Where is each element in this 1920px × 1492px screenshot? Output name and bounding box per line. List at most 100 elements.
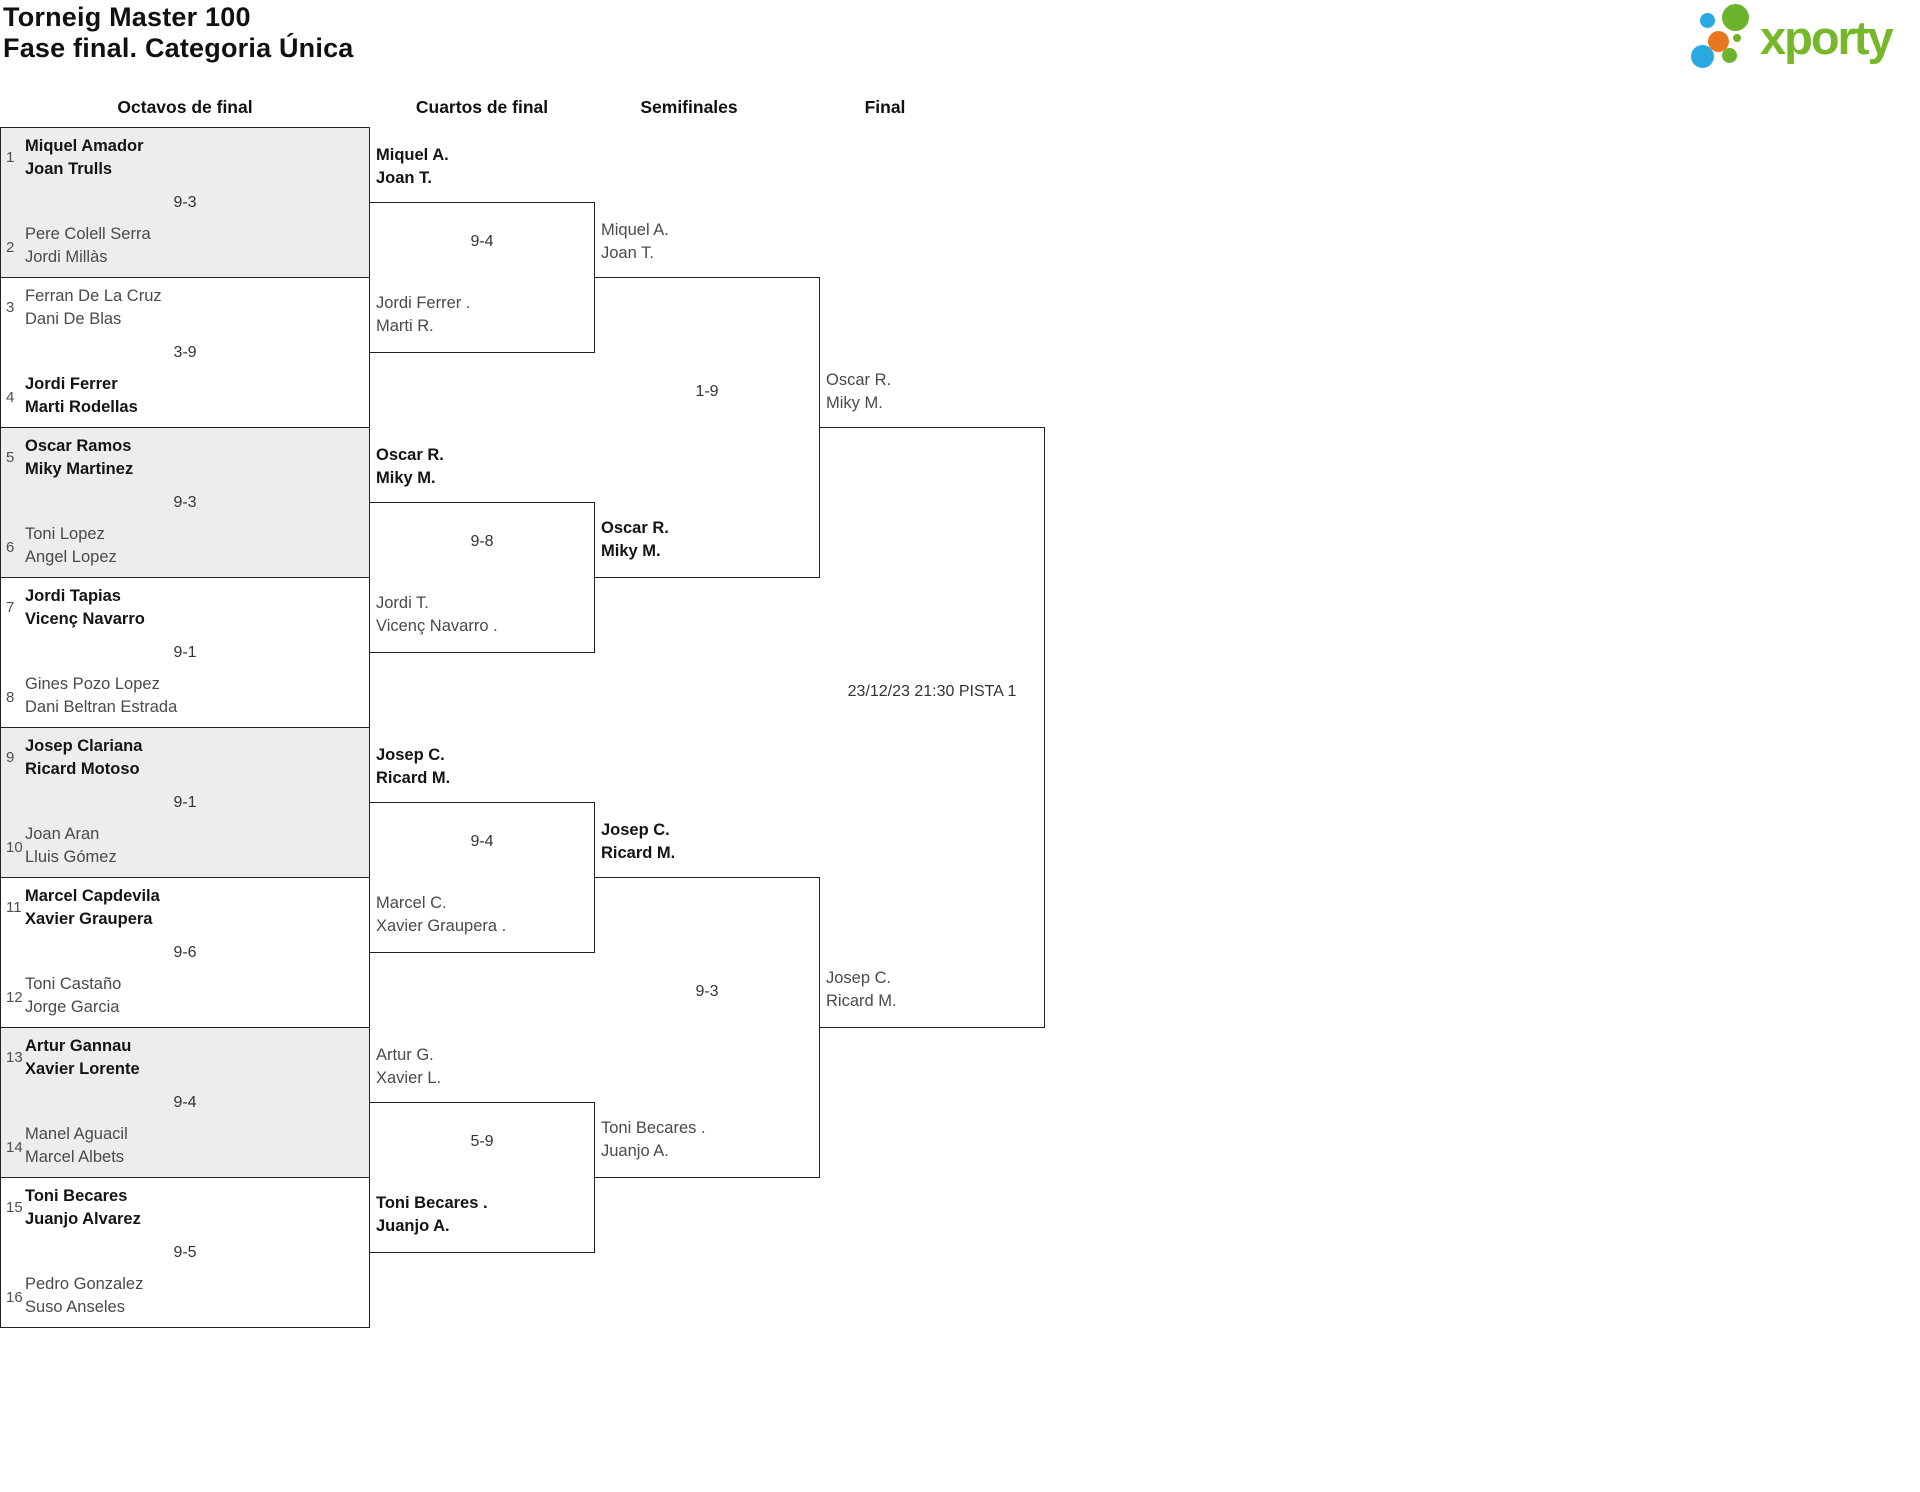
seed-number: 9 (6, 748, 15, 766)
page-title-block: Torneig Master 100 Fase final. Categoria… (3, 2, 354, 64)
logo-dot-green-tiny-icon (1733, 34, 1741, 42)
player-name: Miquel Amador (25, 137, 144, 155)
team-name: Oscar R. Miky M. (826, 369, 891, 415)
round-header-octavos: Octavos de final (117, 97, 253, 117)
team-name: Marcel Capdevila Xavier Graupera (25, 885, 160, 931)
match-score: 1-9 (695, 382, 719, 400)
player-name: Artur G. (376, 1046, 434, 1064)
player-name: Ricard M. (826, 992, 897, 1010)
player-name: Pere Colell Serra (25, 225, 151, 243)
player-name: Jordi Ferrer (25, 375, 118, 393)
player-name: Jordi Millàs (25, 248, 108, 266)
match-score: 9-1 (173, 643, 197, 661)
match-score: 9-1 (173, 793, 197, 811)
seed-number: 5 (6, 448, 15, 466)
r16-match-5: 9 Josep Clariana Ricard Motoso 9-1 10 Jo… (0, 727, 370, 878)
team-name: Jordi Ferrer . Marti R. (376, 292, 470, 338)
logo-dot-green-small-icon (1722, 48, 1737, 63)
player-name: Toni Becares . (601, 1119, 706, 1137)
team-name: Toni Castaño Jorge Garcia (25, 973, 121, 1019)
player-name: Joan Aran (25, 825, 100, 843)
player-name: Miky M. (601, 542, 661, 560)
team-name: Oscar R. Miky M. (601, 517, 669, 563)
player-name: Xavier Graupera . (376, 917, 507, 935)
qf-match-3: Josep C. Ricard M. 9-4 Marcel C. Xavier … (370, 746, 595, 953)
match-score: 9-3 (173, 493, 197, 511)
match-score: 9-4 (470, 832, 494, 850)
player-name: Juanjo A. (376, 1217, 450, 1235)
player-name: Oscar R. (601, 519, 669, 537)
team-name: Pere Colell Serra Jordi Millàs (25, 223, 151, 269)
seed-number: 8 (6, 688, 15, 706)
seed-number: 4 (6, 388, 15, 406)
match-schedule: 23/12/23 21:30 PISTA 1 (847, 682, 1017, 700)
team-name: Artur G. Xavier L. (376, 1044, 441, 1090)
player-name: Ricard Motoso (25, 760, 140, 778)
team-name: Gines Pozo Lopez Dani Beltran Estrada (25, 673, 177, 719)
player-name: Gines Pozo Lopez (25, 675, 160, 693)
match-score: 9-3 (173, 193, 197, 211)
player-name: Joan Trulls (25, 160, 113, 178)
player-name: Ricard M. (601, 844, 676, 862)
seed-number: 7 (6, 598, 15, 616)
player-name: Josep C. (826, 969, 892, 987)
round-header-cuartos: Cuartos de final (415, 97, 549, 117)
round-header-final: Final (864, 97, 906, 117)
player-name: Manel Aguacil (25, 1125, 128, 1143)
seed-number: 11 (6, 898, 22, 916)
team-name: Josep C. Ricard M. (376, 744, 450, 790)
team-name: Joan Aran Lluis Gómez (25, 823, 117, 869)
team-name: Miquel A. Joan T. (376, 144, 449, 190)
player-name: Miquel A. (601, 221, 669, 239)
seed-number: 6 (6, 538, 15, 556)
team-name: Josep C. Ricard M. (826, 967, 897, 1013)
player-name: Dani Beltran Estrada (25, 698, 178, 716)
team-name: Miquel Amador Joan Trulls (25, 135, 144, 181)
player-name: Marcel Albets (25, 1148, 125, 1166)
team-name: Jordi T. Vicenç Navarro . (376, 592, 498, 638)
team-name: Manel Aguacil Marcel Albets (25, 1123, 128, 1169)
page-title: Torneig Master 100 (3, 2, 251, 32)
r16-match-6: 11 Marcel Capdevila Xavier Graupera 9-6 … (0, 877, 370, 1028)
team-name: Oscar R. Miky M. (376, 444, 444, 490)
player-name: Suso Anseles (25, 1298, 125, 1316)
r16-match-8: 15 Toni Becares Juanjo Alvarez 9-5 16 Pe… (0, 1177, 370, 1328)
player-name: Josep C. (376, 746, 445, 764)
player-name: Miquel A. (376, 146, 449, 164)
logo-dot-green-big-icon (1722, 4, 1749, 31)
player-name: Pedro Gonzalez (25, 1275, 144, 1293)
player-name: Juanjo A. (601, 1142, 669, 1160)
r16-match-2: 3 Ferran De La Cruz Dani De Blas 3-9 4 J… (0, 277, 370, 428)
team-name: Artur Gannau Xavier Lorente (25, 1035, 140, 1081)
player-name: Marcel C. (376, 894, 447, 912)
team-name: Jordi Tapias Vicenç Navarro (25, 585, 145, 631)
player-name: Lluis Gómez (25, 848, 117, 866)
match-score: 9-8 (470, 532, 494, 550)
player-name: Vicenç Navarro (25, 610, 145, 628)
match-score: 3-9 (173, 343, 197, 361)
player-name: Marti Rodellas (25, 398, 138, 416)
player-name: Artur Gannau (25, 1037, 132, 1055)
page-subtitle: Fase final. Categoria Única (3, 33, 354, 63)
player-name: Oscar R. (826, 371, 892, 389)
seed-number: 10 (6, 838, 23, 856)
match-score: 5-9 (470, 1132, 494, 1150)
player-name: Ricard M. (376, 769, 451, 787)
player-name: Xavier Lorente (25, 1060, 140, 1078)
r16-match-4: 7 Jordi Tapias Vicenç Navarro 9-1 8 Gine… (0, 577, 370, 728)
player-name: Josep Clariana (25, 737, 143, 755)
qf-match-4: Artur G. Xavier L. 5-9 Toni Becares . Ju… (370, 1046, 595, 1253)
player-name: Jordi Tapias (25, 587, 121, 605)
team-name: Miquel A. Joan T. (601, 219, 669, 265)
team-name: Marcel C. Xavier Graupera . (376, 892, 506, 938)
team-name: Josep C. Ricard M. (601, 819, 675, 865)
player-name: Marti R. (376, 317, 434, 335)
team-name: Jordi Ferrer Marti Rodellas (25, 373, 138, 419)
player-name: Oscar R. (376, 446, 444, 464)
round-header-semifinales: Semifinales (640, 97, 738, 117)
player-name: Marcel Capdevila (25, 887, 160, 905)
logo-dot-blue-small-icon (1700, 13, 1715, 28)
r16-match-7: 13 Artur Gannau Xavier Lorente 9-4 14 Ma… (0, 1027, 370, 1178)
xporty-logo[interactable]: xporty (1690, 3, 1918, 69)
